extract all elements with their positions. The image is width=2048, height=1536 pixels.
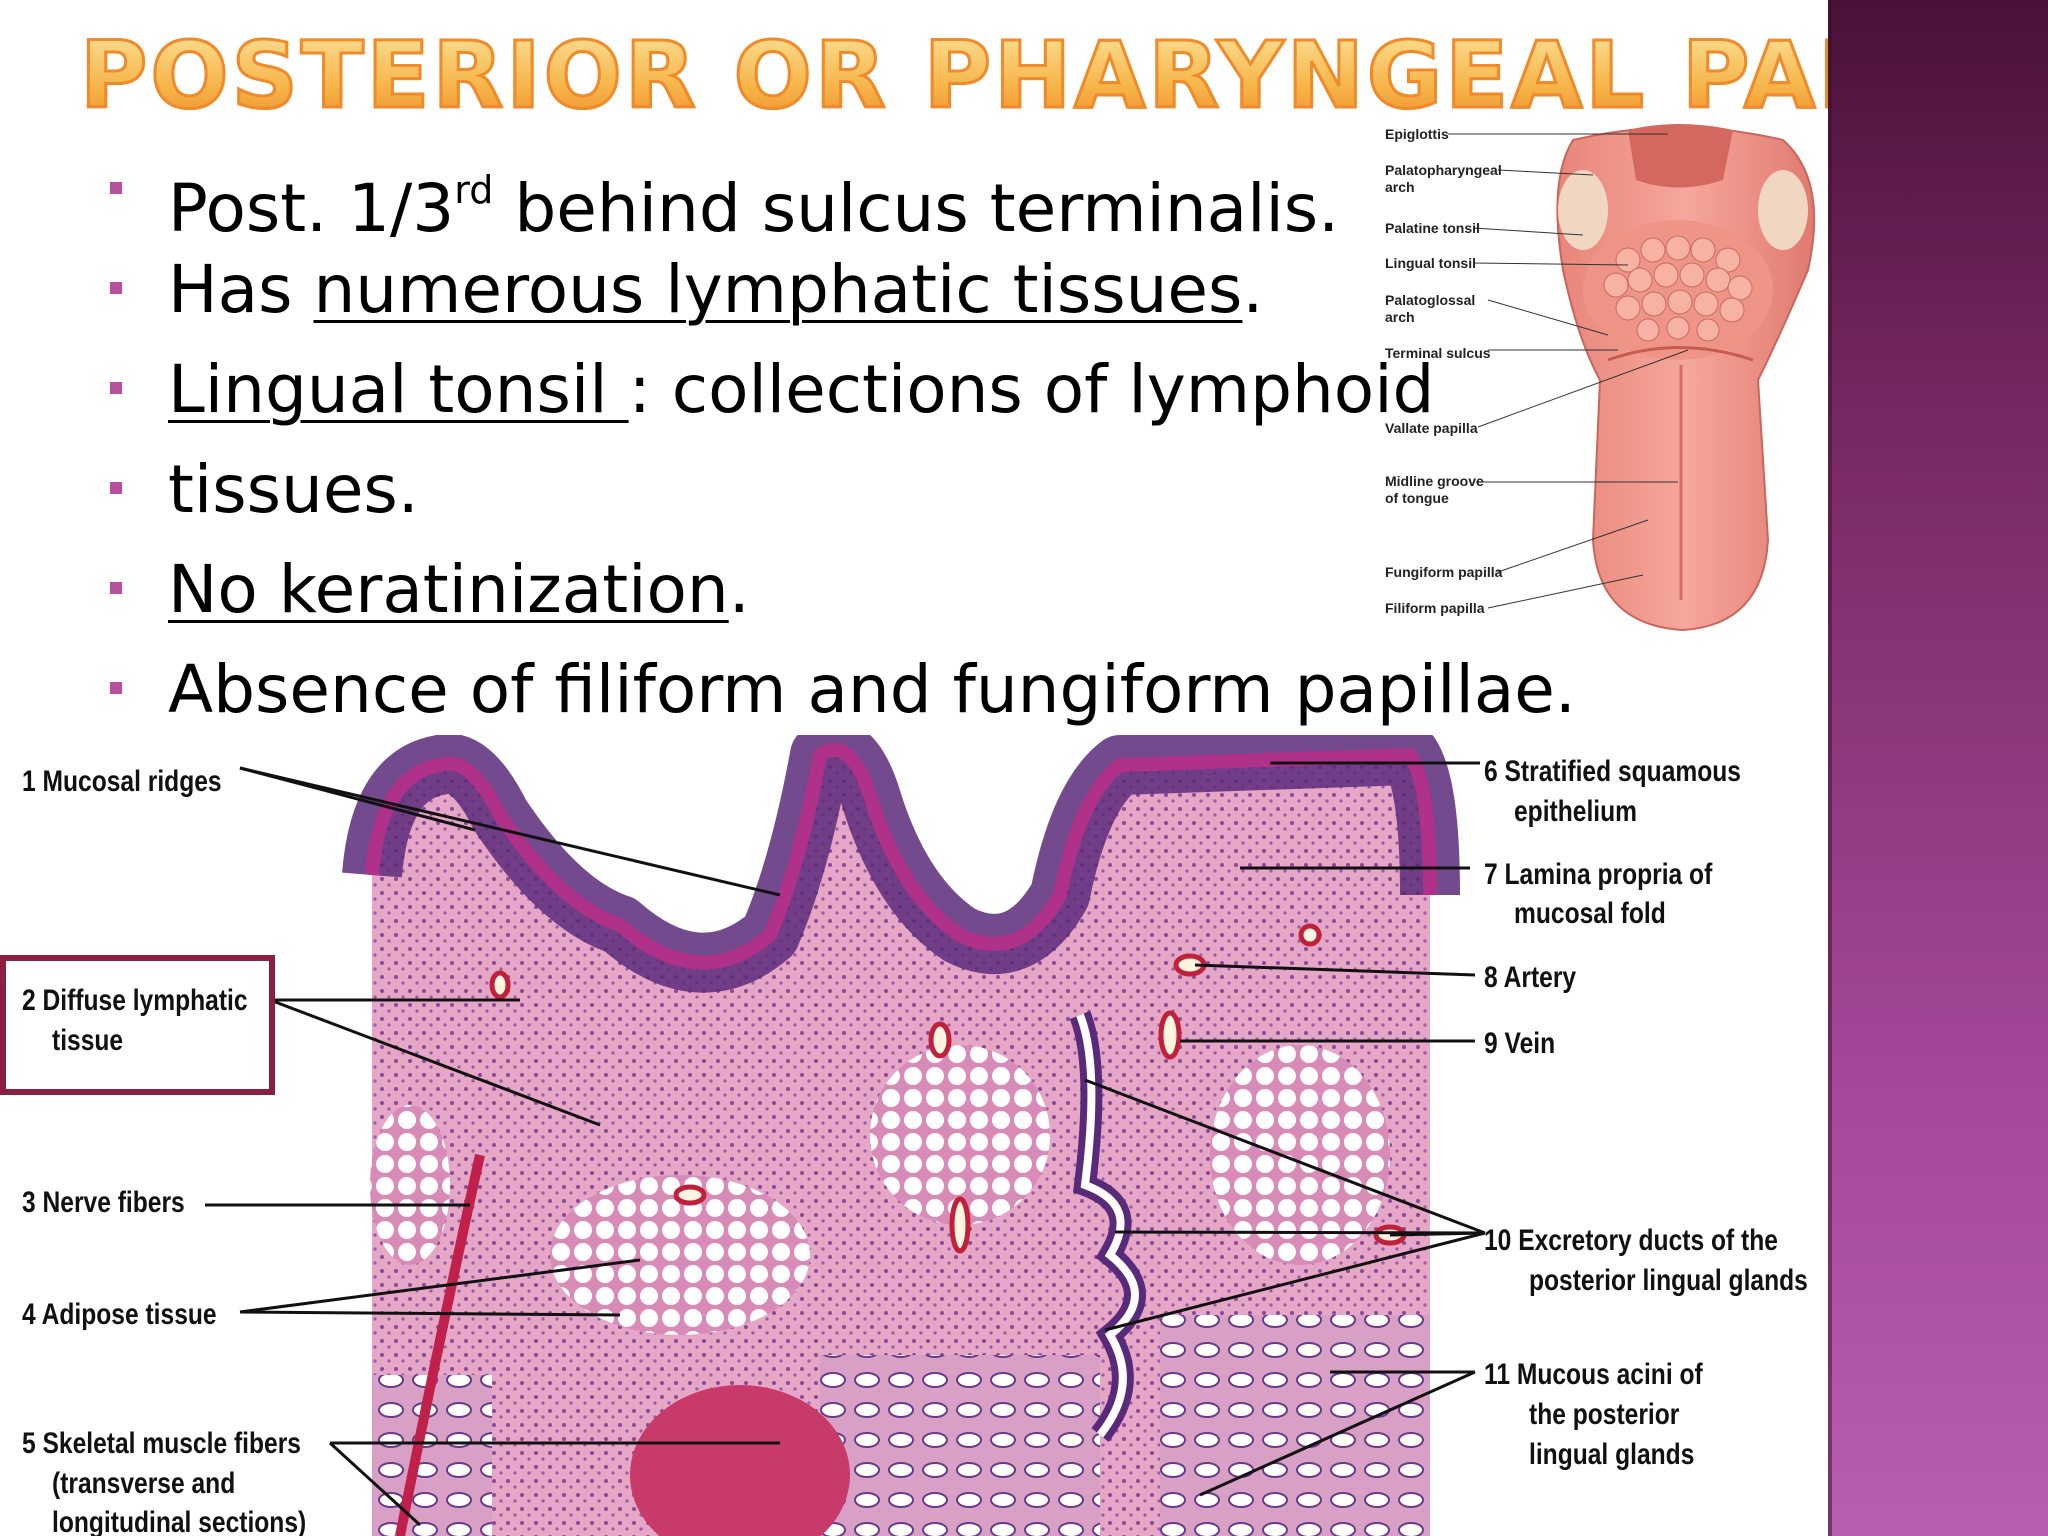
tongue-diagram: Epiglottis Palatopharyngeal arch Palatin…	[1378, 120, 1818, 632]
tongue-label: Lingual tonsil	[1385, 255, 1476, 271]
histology-label: 9 Vein	[1484, 1027, 1556, 1060]
histology-label: (transverse and	[52, 1467, 236, 1500]
bullet-text: Absence of filiform and fungiform papill…	[168, 651, 1576, 728]
bullet-square-icon	[110, 282, 122, 294]
bullet-text: tissues.	[168, 451, 419, 528]
bullet-item: Has numerous lymphatic tissues.	[110, 250, 1510, 350]
histology-label: posterior lingual glands	[1529, 1264, 1808, 1297]
tongue-label: Palatoglossal arch	[1385, 292, 1476, 325]
tongue-label: Terminal sulcus	[1385, 345, 1491, 361]
underlined-text: Lingual tonsil	[168, 351, 629, 428]
histology-label: 5 Skeletal muscle fibers	[22, 1427, 301, 1460]
histology-label: 7 Lamina propria of	[1484, 858, 1713, 891]
tongue-label: Vallate papilla	[1385, 420, 1478, 436]
underlined-text: numerous lymphatic tissues	[313, 251, 1243, 328]
bullet-square-icon	[110, 182, 122, 194]
bullet-square-icon	[110, 682, 122, 694]
tongue-label: Midline groove of tongue	[1385, 473, 1484, 506]
bullet-item: Post. 1/3rd behind sulcus terminalis.	[110, 150, 1510, 250]
bullet-list: Post. 1/3rd behind sulcus terminalis. Ha…	[110, 150, 1576, 750]
bullet-text: .	[728, 551, 750, 628]
sidebar-edge	[1828, 0, 1832, 1536]
slide: POSTERIOR OR PHARYNGEAL PART Post. 1/3rd…	[0, 20, 1828, 1536]
histology-label: 1 Mucosal ridges	[22, 765, 222, 798]
bullet-item: Lingual tonsil : collections of lymphoid	[110, 350, 1510, 450]
tongue-illustration	[1448, 124, 1816, 632]
slide-title: POSTERIOR OR PHARYNGEAL PART	[79, 21, 1828, 131]
histology-label: the posterior	[1529, 1398, 1680, 1431]
histology-label: 6 Stratified squamous	[1484, 755, 1741, 788]
superscript: rd	[454, 168, 494, 212]
bullet-item: No keratinization.	[110, 550, 1510, 650]
histology-label: longitudinal sections)	[52, 1506, 307, 1536]
bullet-text: Post. 1/3	[168, 170, 455, 247]
histology-label: lingual glands	[1529, 1438, 1695, 1471]
histology-label: epithelium	[1514, 795, 1638, 828]
bullet-text: .	[1242, 251, 1264, 328]
bullet-square-icon	[110, 482, 122, 494]
bullet-text: Has	[168, 251, 314, 328]
bullet-item: tissues.	[110, 450, 1510, 550]
tongue-label: Filiform papilla	[1385, 600, 1485, 616]
histology-label: 10 Excretory ducts of the	[1484, 1224, 1778, 1257]
tongue-label: Fungiform papilla	[1385, 564, 1503, 580]
histology-label: 8 Artery	[1484, 961, 1577, 994]
underlined-text: No keratinization	[168, 551, 729, 628]
bullet-text: behind sulcus terminalis.	[493, 170, 1340, 247]
tongue-label: Epiglottis	[1385, 126, 1449, 142]
histology-label: tissue	[52, 1024, 124, 1057]
bullet-square-icon	[110, 582, 122, 594]
histology-label: 2 Diffuse lymphatic	[22, 984, 248, 1017]
bullet-text: : collections of lymphoid	[628, 351, 1435, 428]
decorative-sidebar	[1828, 0, 2048, 1536]
histology-label: 4 Adipose tissue	[22, 1298, 217, 1331]
highlight-box	[0, 955, 275, 1095]
bullet-square-icon	[110, 382, 122, 394]
bullet-item: Absence of filiform and fungiform papill…	[110, 650, 1576, 750]
histology-micrograph	[205, 735, 1486, 1536]
tongue-label: Palatine tonsil	[1385, 220, 1480, 236]
histology-label: 11 Mucous acini of	[1484, 1358, 1703, 1391]
histology-label: 3 Nerve fibers	[22, 1186, 185, 1219]
histology-label: mucosal fold	[1514, 897, 1666, 930]
tongue-label: Palatopharyngeal arch	[1385, 162, 1502, 195]
